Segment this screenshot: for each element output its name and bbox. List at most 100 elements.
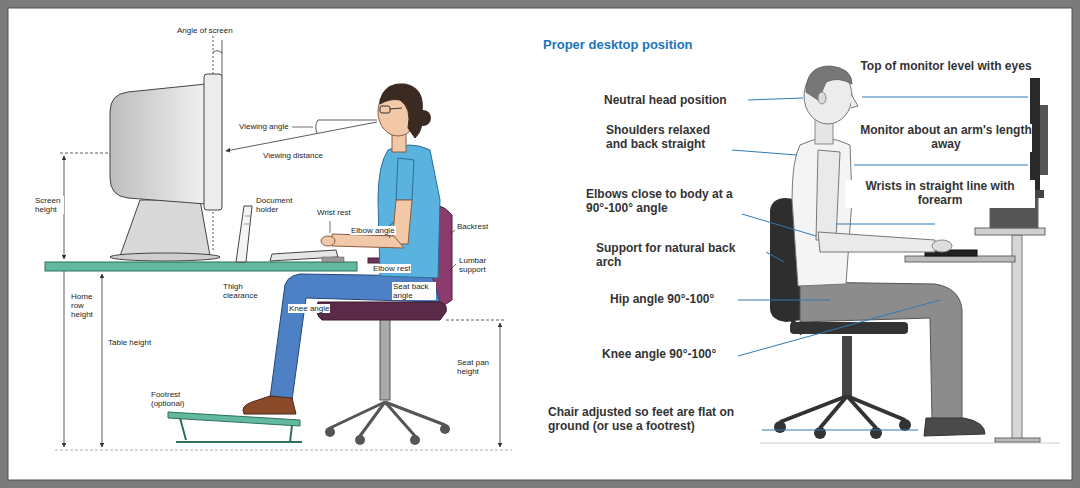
table <box>322 257 344 262</box>
leader-lines <box>450 230 455 234</box>
footrest <box>180 418 186 440</box>
angle-label: Elbow angle <box>350 226 396 235</box>
office-chair <box>410 435 420 445</box>
footrest <box>290 425 292 442</box>
dimension-label: Seat pan height <box>456 358 498 376</box>
dimension-lines <box>102 274 103 447</box>
office-chair <box>330 402 445 436</box>
dimension-lines <box>446 320 506 321</box>
leader-lines <box>742 214 816 236</box>
dimension-label: Table height <box>107 338 152 347</box>
desk <box>995 438 1040 442</box>
leader-lines <box>854 165 1028 166</box>
office-chair <box>899 419 911 431</box>
floor-line <box>760 443 1060 444</box>
seated-man <box>818 232 935 252</box>
leader-lines <box>738 300 830 301</box>
seated-man <box>818 92 826 104</box>
posture-callout: Knee angle 90°-100° <box>602 348 736 362</box>
monitor <box>110 74 222 261</box>
seated-man <box>790 322 908 334</box>
table <box>45 262 357 271</box>
seated-woman <box>396 158 414 200</box>
seated-woman <box>243 396 296 414</box>
office-chair <box>820 396 847 428</box>
seated-woman <box>270 274 440 400</box>
office-chair <box>355 435 365 445</box>
sight-lines <box>318 120 377 121</box>
angle-label: Seat back angle <box>392 282 436 300</box>
table <box>45 206 357 271</box>
panel-heading: Proper desktop position <box>543 38 693 53</box>
footrest <box>168 412 302 442</box>
table <box>236 206 252 262</box>
posture-callout: Support for natural back arch <box>596 242 762 270</box>
part-label: Wrist rest <box>316 208 352 217</box>
office-chair <box>814 427 826 439</box>
dimension-lines <box>500 323 501 447</box>
posture-callout: Neutral head position <box>604 94 746 108</box>
seated-man <box>924 418 985 436</box>
table <box>245 216 250 217</box>
office-chair <box>360 402 385 436</box>
footrest <box>176 441 302 443</box>
office-chair <box>774 419 911 439</box>
monitor <box>120 200 210 256</box>
dimension-label: Thigh clearance <box>222 282 266 300</box>
leader-lines <box>748 98 803 100</box>
posture-callout: Wrists in straight line with forearm <box>845 180 1035 208</box>
seated-man <box>806 66 852 100</box>
dimension-label: Screen height <box>34 196 64 214</box>
desk <box>975 228 1045 235</box>
leader-lines <box>449 264 456 271</box>
seated-woman <box>243 84 446 414</box>
seated-woman <box>415 110 431 126</box>
office-chair <box>440 424 450 434</box>
seated-man <box>851 94 858 108</box>
office-chair <box>325 427 335 437</box>
posture-callout: Top of monitor level with eyes <box>860 60 1032 74</box>
seated-man <box>792 139 852 287</box>
monitor <box>204 74 222 210</box>
part-label: Document holder <box>255 196 299 214</box>
dimension-label: Viewing angle <box>238 122 290 131</box>
seated-woman <box>332 234 404 248</box>
monitor <box>110 253 220 261</box>
posture-callout: Chair adjusted so feet are flat on groun… <box>548 406 760 434</box>
leader-lines <box>836 224 935 225</box>
seated-woman <box>321 236 335 246</box>
leader-lines <box>766 252 784 262</box>
office-chair <box>385 402 445 425</box>
dimension-lines <box>213 51 222 53</box>
floor-line <box>760 443 1060 444</box>
seated-man <box>932 240 952 252</box>
dimension-lines <box>55 36 512 450</box>
leader-lines <box>292 127 313 128</box>
office-chair <box>780 396 905 428</box>
seated-woman <box>380 84 422 138</box>
sight-lines <box>226 120 377 151</box>
leader-lines <box>732 150 797 155</box>
dimension-label: Viewing distance <box>262 151 324 160</box>
seated-man <box>816 150 840 240</box>
office-chair <box>847 396 905 420</box>
office-chair <box>380 318 390 400</box>
office-chair <box>870 427 882 439</box>
leader-lines <box>330 221 331 233</box>
frame <box>8 8 1072 480</box>
leader-lines <box>762 430 918 431</box>
monitor <box>1040 105 1048 175</box>
dimension-lines <box>222 40 223 76</box>
leader-lines <box>862 97 1028 98</box>
seated-man <box>800 282 962 420</box>
part-label: Elbow rest <box>372 264 411 273</box>
desk <box>905 256 1015 262</box>
office-chair <box>325 424 450 445</box>
seated-man <box>790 66 985 436</box>
angle-label: Knee angle <box>288 304 330 313</box>
seated-woman <box>380 106 390 113</box>
desk <box>905 196 1045 442</box>
dimension-label: Home row height <box>70 292 101 320</box>
